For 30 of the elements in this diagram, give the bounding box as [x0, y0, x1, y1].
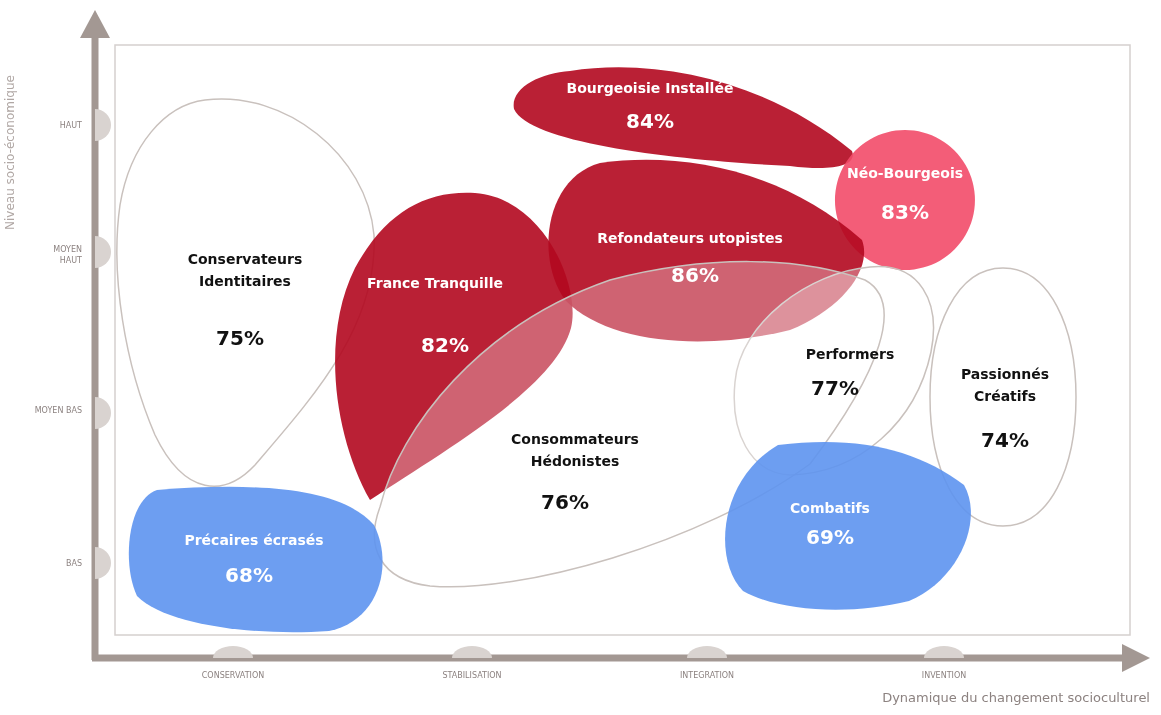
percentage-value: 74% — [981, 428, 1029, 452]
axis-tick-label: MOYEN BAS — [33, 405, 82, 416]
segment-name: Performers — [804, 345, 896, 364]
percentage-value: 77% — [811, 376, 859, 400]
segment-name: Combatifs — [790, 499, 870, 518]
axis-tick-label: MOYEN HAUT — [52, 244, 82, 266]
axis-title: Dynamique du changement socioculturel — [881, 692, 1150, 703]
axis-title: Niveau socio-économique — [5, 74, 16, 230]
axis-tick-label: HAUT — [58, 120, 82, 131]
axis-tick-label: STABILISATION — [441, 670, 503, 681]
axis-tick-label: INVENTION — [920, 670, 968, 681]
axis-tick-label: INTEGRATION — [678, 670, 736, 681]
segment-name: France Tranquille — [367, 274, 503, 293]
percentage-value: 76% — [541, 490, 589, 514]
segment-name: Néo-Bourgeois — [846, 164, 964, 183]
percentage-value: 86% — [671, 263, 719, 287]
segment-name: Passionnés Créatifs — [959, 365, 1051, 406]
segment-name: Conservateurs Identitaires — [186, 250, 304, 291]
percentage-value: 68% — [225, 563, 273, 587]
axis-tick-label: BAS — [64, 558, 82, 569]
segment-name: Précaires écrasés — [184, 531, 324, 550]
segment-name: Refondateurs utopistes — [597, 229, 783, 248]
axis-tick-label: CONSERVATION — [200, 670, 266, 681]
percentage-value: 75% — [216, 326, 264, 350]
percentage-value: 69% — [806, 525, 854, 549]
percentage-value: 83% — [881, 200, 929, 224]
percentage-value: 84% — [626, 109, 674, 133]
percentage-value: 82% — [421, 333, 469, 357]
segment-name: Consommateurs Hédonistes — [510, 430, 640, 471]
segment-name: Bourgeoisie Installée — [566, 79, 734, 98]
